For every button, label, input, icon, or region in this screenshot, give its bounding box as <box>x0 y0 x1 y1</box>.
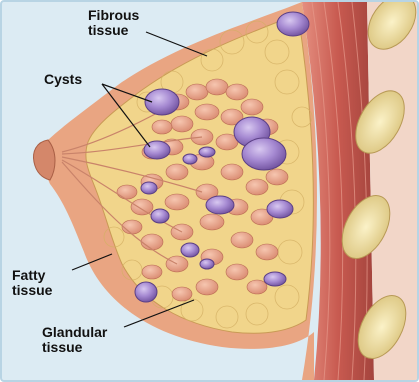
cyst <box>277 12 309 36</box>
cyst <box>183 154 197 164</box>
cyst <box>267 200 293 218</box>
cyst <box>145 89 179 115</box>
cyst <box>151 209 169 223</box>
cyst <box>200 259 214 269</box>
nipple <box>34 140 55 180</box>
cysts-label: Cysts <box>44 72 82 87</box>
cyst <box>181 243 199 257</box>
glandular-tissue-label: Glandular tissue <box>42 325 107 355</box>
cyst <box>242 138 286 170</box>
cyst <box>206 196 234 214</box>
cyst <box>199 147 215 157</box>
cyst <box>141 182 157 194</box>
fatty-tissue-label: Fatty tissue <box>12 268 52 298</box>
cyst <box>135 282 157 302</box>
fibrous-tissue-label: Fibrous tissue <box>88 8 139 38</box>
cyst <box>264 272 286 286</box>
